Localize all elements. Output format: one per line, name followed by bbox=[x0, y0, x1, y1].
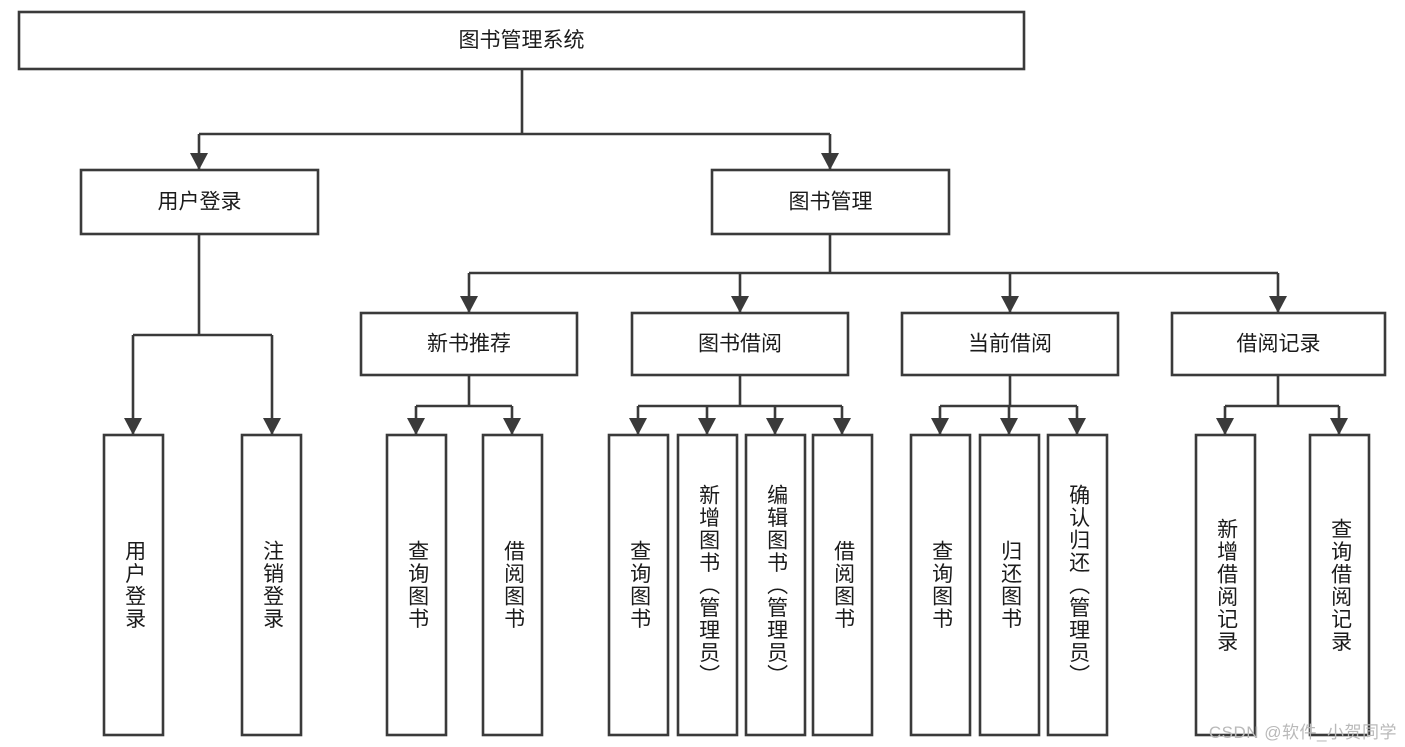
arrow-head-icon bbox=[833, 418, 851, 435]
node-level1-label-1: 图书管理 bbox=[789, 191, 873, 214]
arrow-head-icon bbox=[1001, 296, 1019, 313]
node-root[interactable] bbox=[17, 10, 1026, 71]
box-layer bbox=[17, 10, 1387, 737]
connector-layer bbox=[124, 69, 1348, 435]
node-leaf-2[interactable] bbox=[385, 433, 448, 737]
arrow-head-icon bbox=[931, 418, 949, 435]
node-leaf-3[interactable] bbox=[481, 433, 544, 737]
arrow-head-icon bbox=[766, 418, 784, 435]
node-level2-1[interactable] bbox=[630, 311, 850, 377]
node-leaf-6[interactable] bbox=[744, 433, 807, 737]
node-level2-label-0: 新书推荐 bbox=[427, 333, 511, 356]
arrow-head-icon bbox=[1330, 418, 1348, 435]
arrow-head-icon bbox=[698, 418, 716, 435]
arrow-head-icon bbox=[190, 153, 208, 170]
arrow-head-icon bbox=[460, 296, 478, 313]
arrow-head-icon bbox=[1269, 296, 1287, 313]
arrow-head-icon bbox=[1068, 418, 1086, 435]
node-leaf-9[interactable] bbox=[978, 433, 1041, 737]
arrow-head-icon bbox=[1216, 418, 1234, 435]
node-root-label: 图书管理系统 bbox=[459, 29, 585, 52]
node-leaf-11[interactable] bbox=[1194, 433, 1257, 737]
node-leaf-8[interactable] bbox=[909, 433, 972, 737]
node-level1-label-0: 用户登录 bbox=[158, 191, 242, 214]
node-leaf-10[interactable] bbox=[1046, 433, 1109, 737]
node-level1-1[interactable] bbox=[710, 168, 951, 236]
arrow-head-icon bbox=[124, 418, 142, 435]
node-leaf-12[interactable] bbox=[1308, 433, 1371, 737]
arrow-head-icon bbox=[821, 153, 839, 170]
node-level1-0[interactable] bbox=[79, 168, 320, 236]
arrow-head-icon bbox=[503, 418, 521, 435]
arrow-head-icon bbox=[731, 296, 749, 313]
node-leaf-7[interactable] bbox=[811, 433, 874, 737]
node-leaf-5[interactable] bbox=[676, 433, 739, 737]
node-leaf-1[interactable] bbox=[240, 433, 303, 737]
node-level2-label-2: 当前借阅 bbox=[968, 333, 1052, 356]
node-leaf-0[interactable] bbox=[102, 433, 165, 737]
arrow-head-icon bbox=[1000, 418, 1018, 435]
node-level2-label-1: 图书借阅 bbox=[698, 333, 782, 356]
node-level2-3[interactable] bbox=[1170, 311, 1387, 377]
node-level2-label-3: 借阅记录 bbox=[1237, 333, 1321, 356]
arrow-head-icon bbox=[407, 418, 425, 435]
arrow-head-icon bbox=[263, 418, 281, 435]
node-level2-0[interactable] bbox=[359, 311, 579, 377]
arrow-head-icon bbox=[629, 418, 647, 435]
node-level2-2[interactable] bbox=[900, 311, 1120, 377]
node-leaf-4[interactable] bbox=[607, 433, 670, 737]
